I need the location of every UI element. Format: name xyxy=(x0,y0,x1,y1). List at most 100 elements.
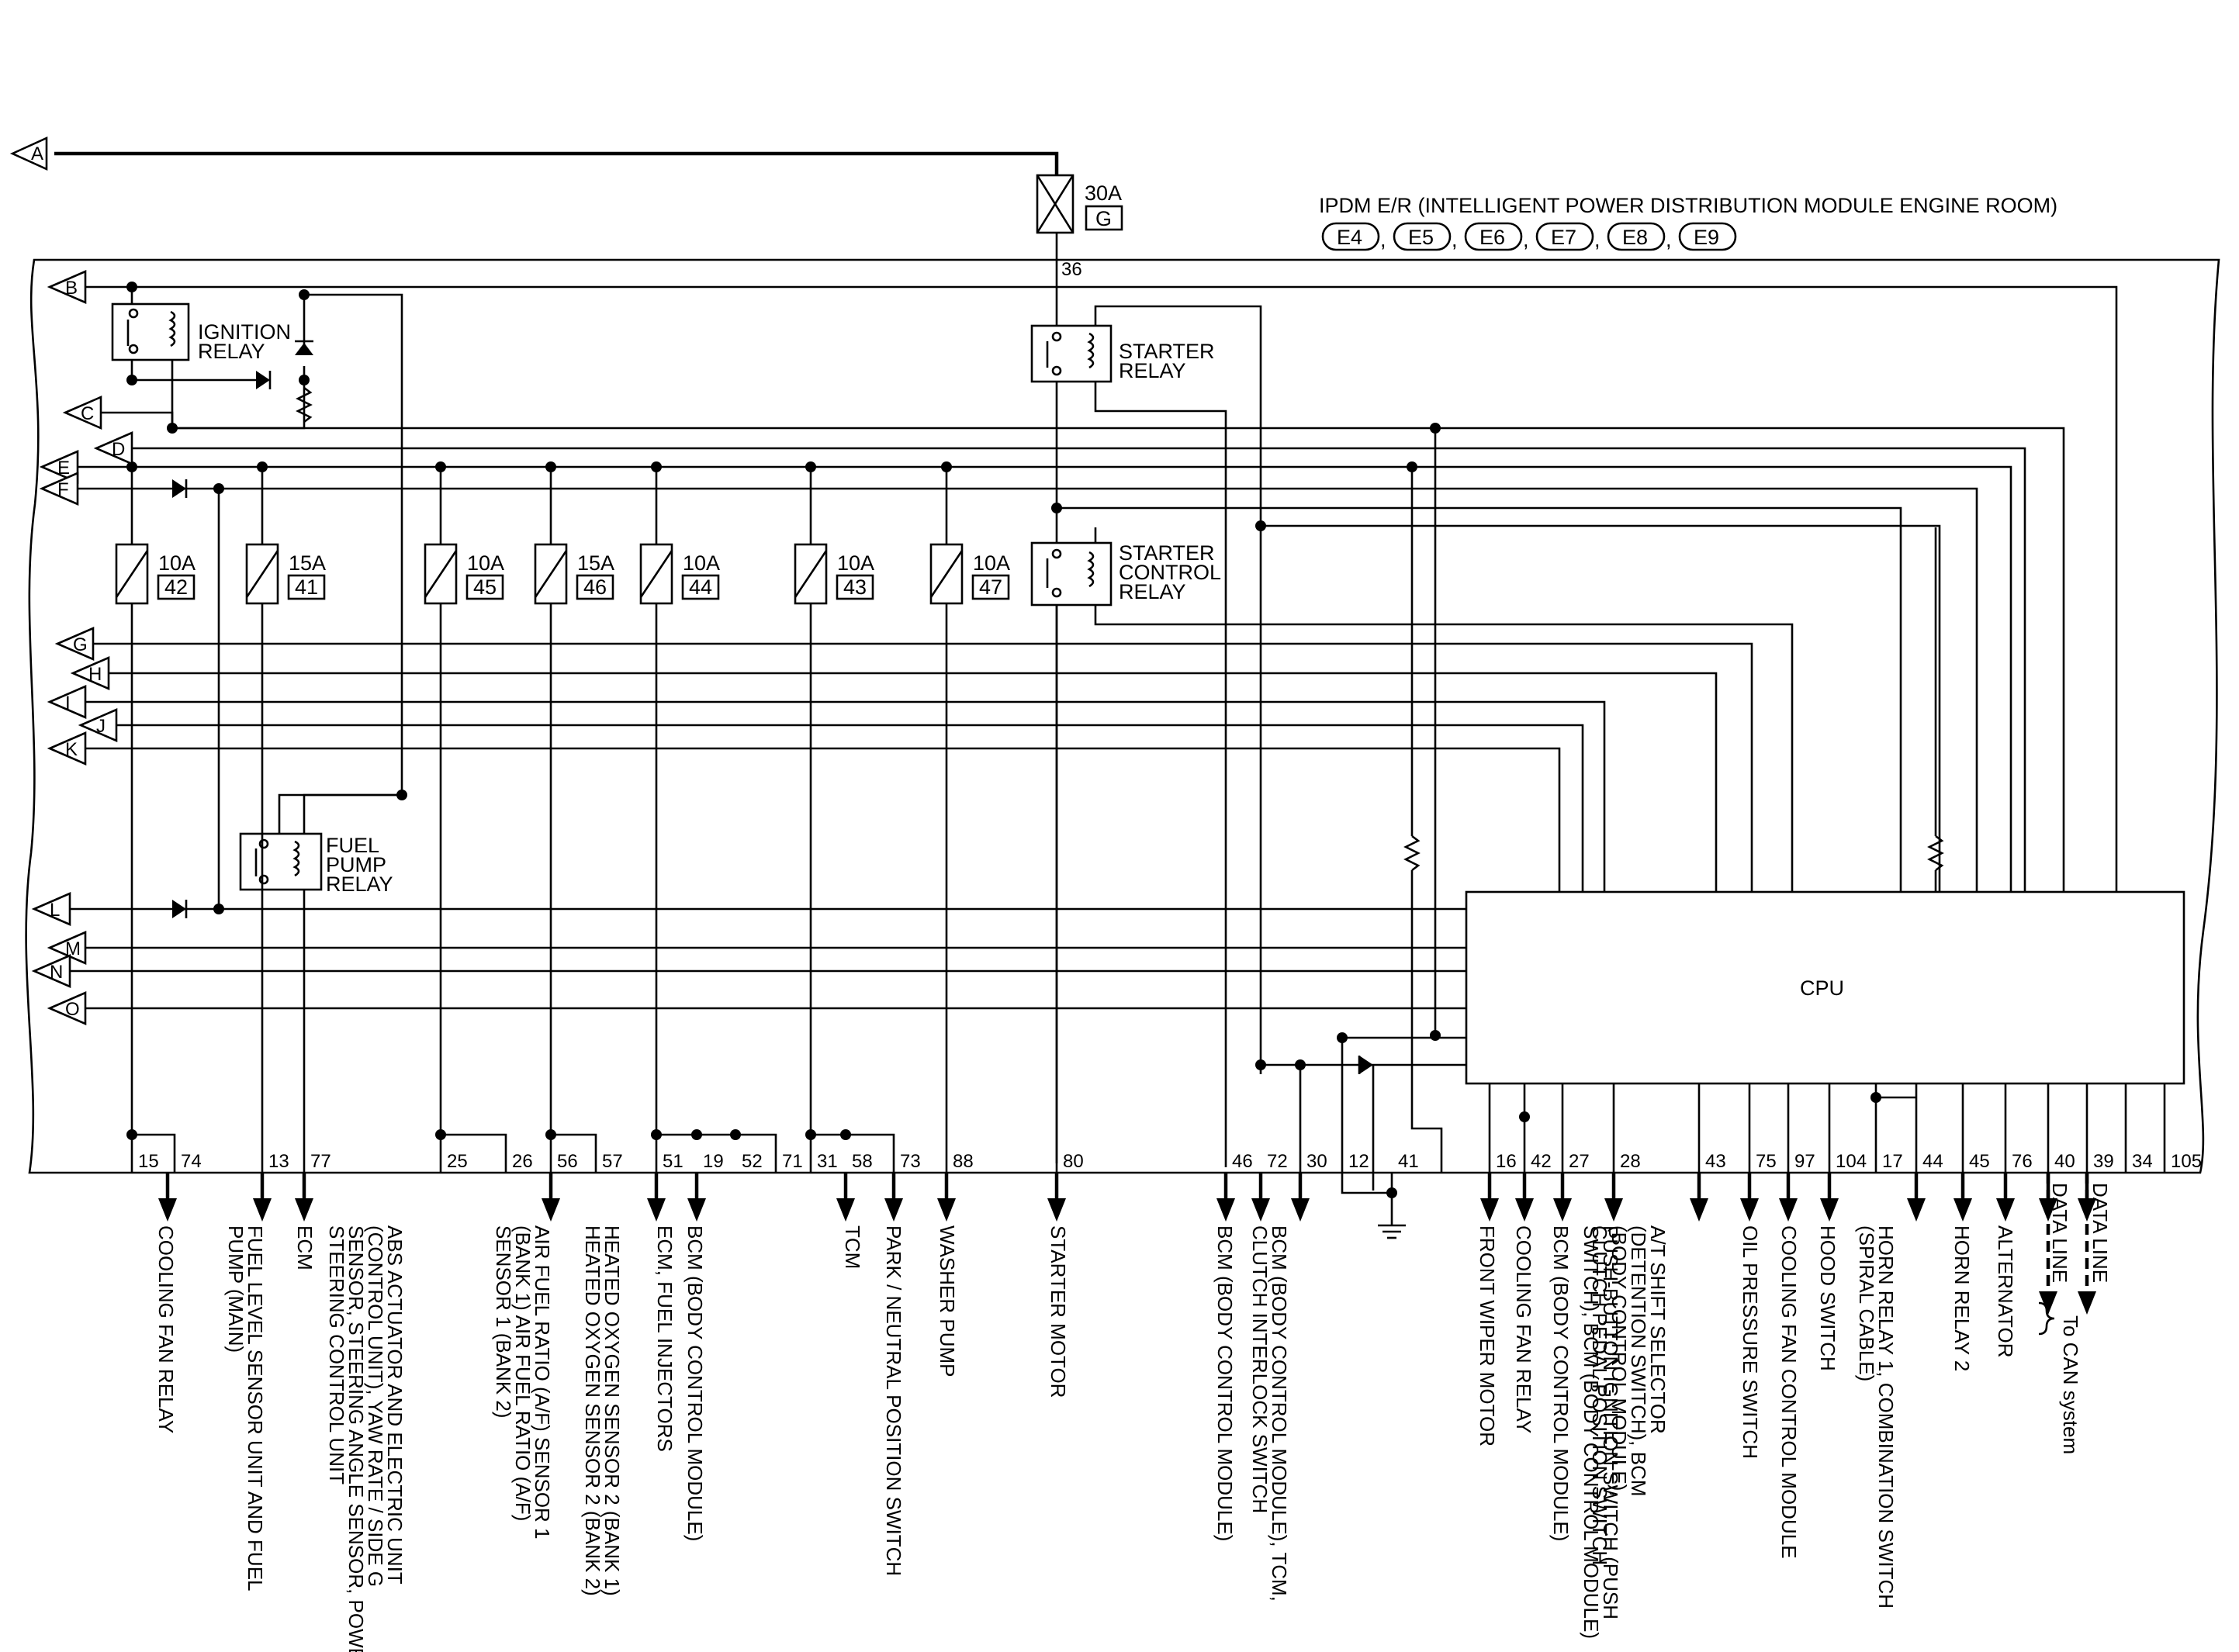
fuse-rating: 10A xyxy=(683,551,720,575)
junction-dot xyxy=(805,461,816,472)
connector-ref-k xyxy=(47,731,87,766)
connector-ref-label: E xyxy=(57,458,70,479)
destination-label: CLUTCH INTERLOCK SWITCH xyxy=(1248,1225,1272,1513)
arrow-down-icon xyxy=(1047,1198,1066,1222)
connector-separator: , xyxy=(1666,228,1672,251)
connector-chip-e8 xyxy=(1607,222,1666,251)
main-fuse-id-box xyxy=(1085,205,1123,231)
junction-dot xyxy=(126,282,137,292)
destination-label: ECM, FUEL INJECTORS xyxy=(653,1225,677,1452)
fuel-pump-relay-label-3: RELAY xyxy=(326,873,393,896)
pin-number: 73 xyxy=(900,1151,921,1172)
connector-ref-o xyxy=(47,991,87,1025)
junction-dot xyxy=(435,461,446,472)
pin-number: 104 xyxy=(1836,1151,1867,1172)
feed-wire-a xyxy=(54,151,1059,175)
starter-control-relay-label-1: STARTER xyxy=(1119,541,1215,565)
fuse-id-box xyxy=(971,574,1010,600)
fuse-link xyxy=(639,550,673,598)
connector-ref-h xyxy=(70,656,110,690)
destination-label: COOLING FAN RELAY xyxy=(154,1225,178,1433)
fuse-link xyxy=(115,550,149,598)
destination-label: A/T SHIFT SELECTOR xyxy=(1646,1225,1670,1434)
starter-control-relay xyxy=(1030,541,1113,607)
pin-number: 40 xyxy=(2054,1151,2075,1172)
destination-label: DATA LINE xyxy=(2088,1183,2112,1283)
connector-chip-e7 xyxy=(1535,222,1594,251)
connector-ref-label: N xyxy=(50,962,63,983)
arrow-down-icon xyxy=(1515,1198,1534,1222)
fuse-rating: 15A xyxy=(577,551,614,575)
destination-label: FUEL LEVEL SENSOR UNIT AND FUEL xyxy=(244,1225,267,1592)
arrow-down-icon xyxy=(1779,1198,1798,1222)
pin-number: 76 xyxy=(2012,1151,2033,1172)
connector-ref-c xyxy=(62,396,102,430)
connector-chip-e4 xyxy=(1321,222,1380,251)
connector-separator: , xyxy=(1523,228,1529,251)
fuse-id: 45 xyxy=(473,575,497,599)
junction-dot xyxy=(257,461,268,472)
connector-chip-e9 xyxy=(1678,222,1737,251)
connector-ref-a xyxy=(9,136,48,171)
connector-chip-label: E4 xyxy=(1337,226,1362,249)
connector-ref-f xyxy=(39,472,79,506)
fuse-id-box xyxy=(465,574,504,600)
starter-control-relay-label-3: RELAY xyxy=(1119,580,1186,603)
pin-number: 56 xyxy=(557,1151,578,1172)
pin-number: 34 xyxy=(2132,1151,2153,1172)
pin-number: 77 xyxy=(310,1151,331,1172)
junction-dot xyxy=(691,1129,702,1140)
junction-dot xyxy=(545,1129,556,1140)
destination-label: HORN RELAY 1, COMBINATION SWITCH xyxy=(1874,1225,1898,1609)
destination-label: SENSOR, STEERING ANGLE SENSOR, POWER xyxy=(344,1225,368,1652)
arrow-down-icon xyxy=(295,1198,313,1222)
pin-number: 12 xyxy=(1348,1151,1369,1172)
destination-label: ALTERNATOR xyxy=(1994,1225,2017,1357)
pin-number: 88 xyxy=(953,1151,974,1172)
fuse-id: 42 xyxy=(164,575,188,599)
connector-ref-d xyxy=(93,431,133,465)
main-fuse-pin: 36 xyxy=(1061,259,1082,280)
fuse-link xyxy=(794,550,828,598)
connector-chip-e6 xyxy=(1464,222,1523,251)
junction-dot xyxy=(941,461,952,472)
fuse-id-box xyxy=(681,574,720,600)
fuse-rating: 10A xyxy=(158,551,196,575)
junction-dot xyxy=(167,423,178,434)
cpu-label: CPU xyxy=(1800,976,1844,1000)
destination-label: AIR FUEL RATIO (A/F) SENSOR 1 xyxy=(531,1225,554,1540)
connector-ref-a-label: A xyxy=(31,143,43,164)
arrow-down-icon xyxy=(1820,1198,1839,1222)
destination-label: STEERING CONTROL UNIT xyxy=(325,1225,348,1484)
fuse-rating: 10A xyxy=(837,551,874,575)
ignition-relay xyxy=(111,302,190,361)
destination-label: (CONTROL UNIT), YAW RATE / SIDE G xyxy=(364,1225,387,1587)
junction-dot xyxy=(1255,520,1266,531)
connector-ref-e xyxy=(39,450,79,484)
can-brace xyxy=(2038,1301,2055,1336)
destination-label: ABS ACTUATOR AND ELECTRIC UNIT xyxy=(383,1225,407,1585)
arrow-down-icon xyxy=(2039,1291,2057,1315)
junction-dot xyxy=(299,289,310,300)
main-fuse-rating: 30A xyxy=(1085,181,1122,205)
destination-label: DATA LINE xyxy=(2048,1183,2071,1283)
destination-label: PARK / NEUTRAL POSITION SWITCH xyxy=(882,1225,905,1576)
connector-ref-label: I xyxy=(65,693,71,714)
fuse-id-box xyxy=(287,574,326,600)
output-arrows xyxy=(158,1173,2096,1315)
fuse-id-box xyxy=(836,574,874,600)
junction-dot xyxy=(651,1129,662,1140)
junction-dot xyxy=(545,461,556,472)
destination-label: TCM xyxy=(841,1225,864,1269)
pin-number: 45 xyxy=(1969,1151,1990,1172)
arrow-down-icon xyxy=(1954,1198,1972,1222)
main-fuse xyxy=(1036,174,1075,234)
connector-chip-label: E6 xyxy=(1479,226,1505,249)
pin-number: 25 xyxy=(447,1151,468,1172)
arrow-down-icon xyxy=(158,1198,177,1222)
fuel-pump-relay xyxy=(239,832,323,891)
diodes xyxy=(172,340,1373,1074)
junction-dot xyxy=(1430,423,1441,434)
